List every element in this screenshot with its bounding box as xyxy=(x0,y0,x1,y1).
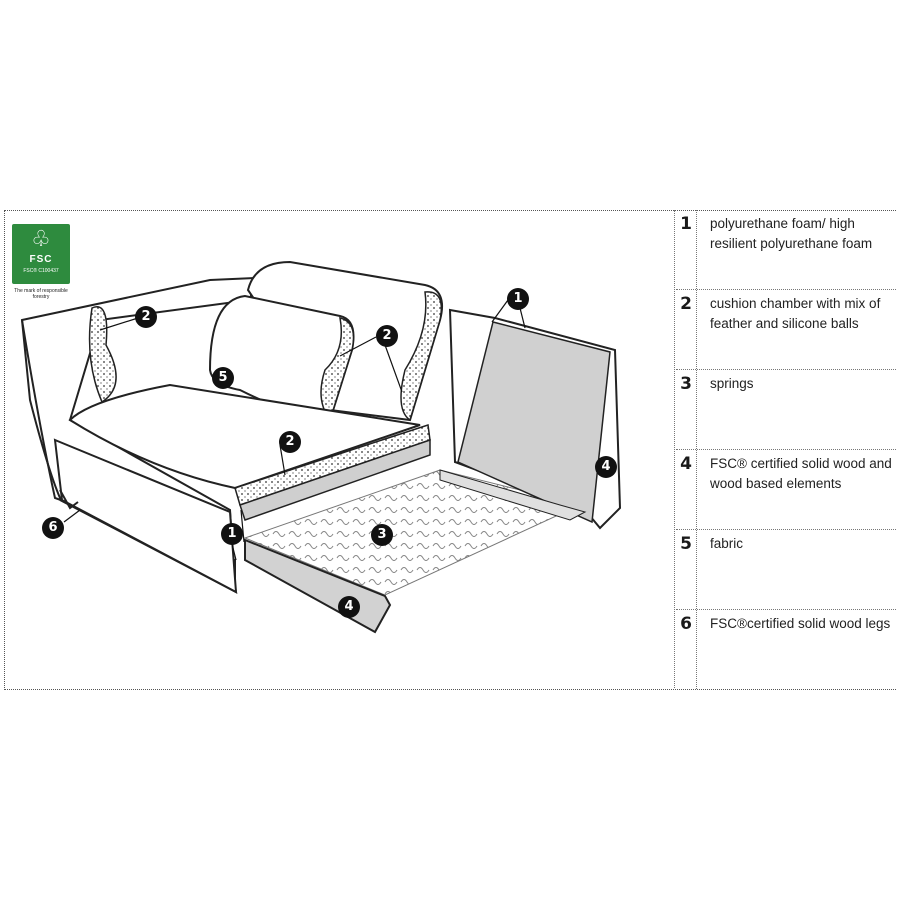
legend-text: FSC® certified solid wood and wood based… xyxy=(710,456,892,491)
legend-divider xyxy=(696,450,697,529)
legend-divider xyxy=(696,370,697,449)
callout-5-fabric: 5 xyxy=(212,367,234,389)
diagram-frame-left-border xyxy=(4,210,5,688)
legend-number: 2 xyxy=(680,294,692,314)
back-pillow-front-chamber xyxy=(320,317,355,422)
callout-1-seat-foam: 1 xyxy=(221,523,243,545)
legend-row-1: 1 polyurethane foam/ high resilient poly… xyxy=(676,210,896,290)
callout-2-seat-chamber: 2 xyxy=(279,431,301,453)
legend-row-6: 6 FSC®certified solid wood legs xyxy=(676,610,896,689)
callout-6-legs: 6 xyxy=(42,517,64,539)
fsc-logo: ♧ FSC FSC® C100437 xyxy=(12,224,70,284)
sofa-base-front xyxy=(53,438,238,594)
fsc-logo-tagline: The mark of responsible forestry xyxy=(14,288,68,300)
legend-divider xyxy=(696,530,697,609)
fsc-logo-code: FSC® C100437 xyxy=(23,268,59,274)
arm-cushion-chamber xyxy=(88,306,117,404)
legend-divider xyxy=(696,610,697,689)
frame-rail xyxy=(439,469,587,521)
legend-divider xyxy=(696,210,697,289)
legend-row-4: 4 FSC® certified solid wood and wood bas… xyxy=(676,450,896,530)
callout-2-arm-chamber: 2 xyxy=(135,306,157,328)
legend-outer-border xyxy=(674,210,675,688)
legend-number: 3 xyxy=(680,374,692,394)
legend-row-3: 3 springs xyxy=(676,370,896,450)
seat-foam-layer xyxy=(239,438,431,521)
callout-2-pillow-chamber: 2 xyxy=(376,325,398,347)
legend-text: polyurethane foam/ high resilient polyur… xyxy=(710,216,873,251)
legend-text: springs xyxy=(710,376,754,391)
sofa-leg xyxy=(59,489,79,510)
legend-number: 6 xyxy=(680,614,692,634)
right-wood-frame-face xyxy=(457,321,611,524)
diagram-frame xyxy=(4,210,896,690)
legend-number: 1 xyxy=(680,214,692,234)
legend-table: 1 polyurethane foam/ high resilient poly… xyxy=(676,210,896,689)
legend-row-5: 5 fabric xyxy=(676,530,896,610)
legend-text: fabric xyxy=(710,536,744,551)
legend-row-2: 2 cushion chamber with mix of feather an… xyxy=(676,290,896,370)
legend-number: 5 xyxy=(680,534,692,554)
legend-text: FSC®certified solid wood legs xyxy=(710,616,891,631)
callout-4-bottom-board: 4 xyxy=(338,596,360,618)
callout-4-frame-panel: 4 xyxy=(595,456,617,478)
back-pillow-rear-chamber xyxy=(400,291,443,422)
tree-check-icon: ♧ xyxy=(31,226,51,251)
fsc-logo-word: FSC xyxy=(29,254,53,265)
callout-3-springs: 3 xyxy=(371,524,393,546)
sofa-arm-side xyxy=(21,319,238,594)
legend-number: 4 xyxy=(680,454,692,474)
legend-divider xyxy=(696,290,697,369)
legend-text: cushion chamber with mix of feather and … xyxy=(710,296,881,331)
callout-1-frame-foam: 1 xyxy=(507,288,529,310)
